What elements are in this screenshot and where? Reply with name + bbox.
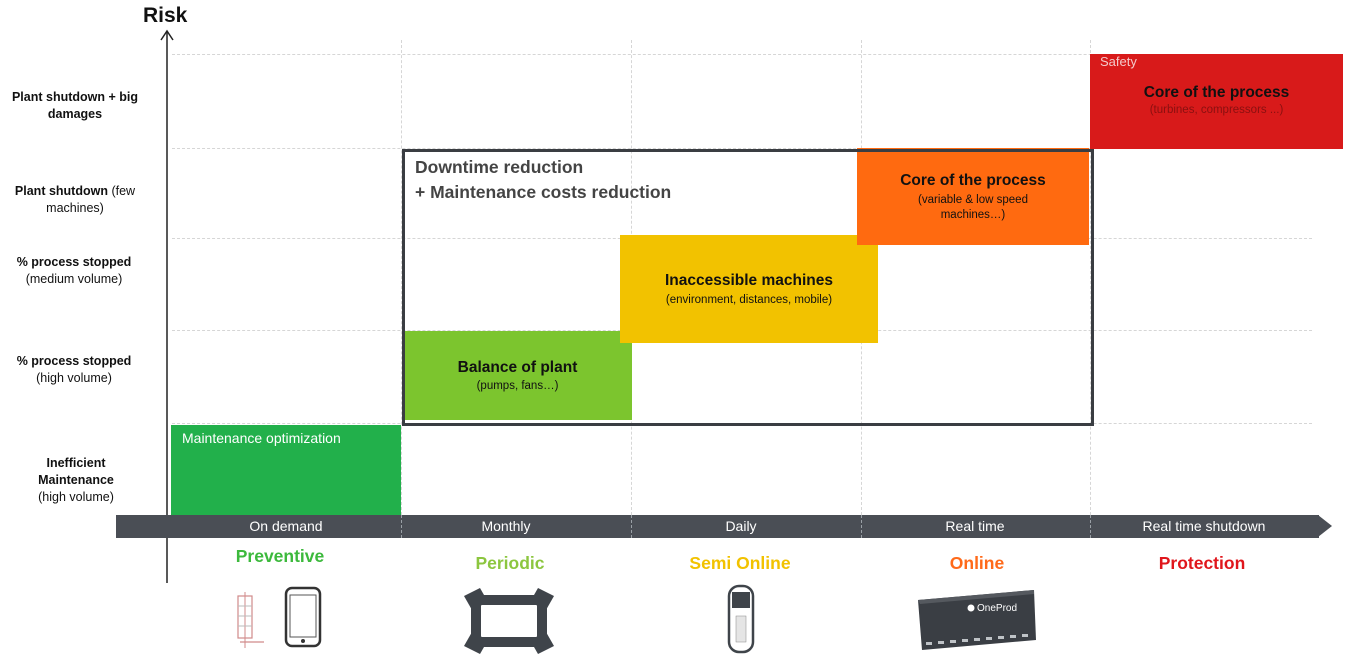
frequency-label: Real time shutdown bbox=[1142, 518, 1266, 534]
category-semi-online: Semi Online bbox=[689, 553, 791, 573]
block-subtitle: (environment, distances, mobile) bbox=[665, 294, 833, 306]
frame-line-2: + Maintenance costs reduction bbox=[415, 182, 672, 202]
risk-level-label: Inefficient Maintenance(high volume) bbox=[38, 456, 114, 504]
risk-level-label: % process stopped(high volume) bbox=[16, 354, 132, 385]
maintenance-optimization-block: Maintenance optimization bbox=[171, 425, 401, 515]
frequency-label: On demand bbox=[249, 518, 323, 534]
category-online: Online bbox=[949, 553, 1005, 573]
core-process-protection-block: Safety Core of the process (turbines, co… bbox=[1090, 54, 1343, 149]
inaccessible-machines-block: Inaccessible machines (environment, dist… bbox=[620, 235, 878, 343]
frequency-axis bbox=[116, 515, 1319, 538]
block-title: Balance of plant bbox=[457, 359, 578, 376]
frequency-axis-arrow bbox=[1318, 515, 1332, 537]
axis-title: Risk bbox=[143, 4, 188, 27]
grid-line bbox=[172, 54, 1312, 55]
frame-line-1: Downtime reduction bbox=[415, 157, 584, 177]
balance-of-plant-block: Balance of plant (pumps, fans…) bbox=[403, 331, 632, 420]
category-periodic: Periodic bbox=[475, 553, 545, 573]
grid-line bbox=[1090, 40, 1091, 515]
frequency-label: Daily bbox=[725, 518, 757, 534]
block-subtitle: (turbines, compressors ...) bbox=[1149, 104, 1284, 116]
oneprod-logo-text: OneProd bbox=[977, 603, 1017, 614]
risk-level-label: Plant shutdown + big damages bbox=[11, 90, 139, 121]
axis-separator bbox=[861, 515, 862, 538]
frequency-label: Real time bbox=[945, 518, 1005, 534]
safety-tag: Safety bbox=[1100, 54, 1137, 69]
block-title: Core of the process bbox=[900, 172, 1046, 189]
grid-line bbox=[172, 148, 1312, 149]
axis-separator bbox=[401, 515, 402, 538]
downtime-reduction-frame bbox=[402, 149, 1094, 426]
frequency-label: Monthly bbox=[481, 518, 531, 534]
category-protection: Protection bbox=[1158, 553, 1246, 573]
y-axis bbox=[160, 29, 174, 583]
phone-icon bbox=[284, 586, 322, 648]
block-title: Core of the process bbox=[1143, 84, 1290, 101]
sensor-icon bbox=[237, 592, 264, 648]
oneprod-box-icon: OneProd bbox=[918, 590, 1036, 650]
category-preventive: Preventive bbox=[235, 546, 325, 566]
frame-device-icon bbox=[464, 588, 554, 654]
block-title: Maintenance optimization bbox=[182, 430, 341, 446]
risk-level-label: % process stopped(medium volume) bbox=[16, 255, 132, 286]
grid-line bbox=[401, 40, 402, 515]
risk-level-label: Plant shutdown (few machines) bbox=[14, 184, 136, 215]
core-process-online-block: Core of the process (variable & low spee… bbox=[857, 148, 1089, 245]
axis-separator bbox=[1090, 515, 1091, 538]
block-subtitle: (pumps, fans…) bbox=[476, 380, 559, 392]
cylinder-sensor-icon bbox=[727, 584, 755, 654]
block-subtitle: (variable & low speed machines…) bbox=[918, 194, 1028, 221]
axis-separator bbox=[631, 515, 632, 538]
block-title: Inaccessible machines bbox=[664, 272, 833, 289]
